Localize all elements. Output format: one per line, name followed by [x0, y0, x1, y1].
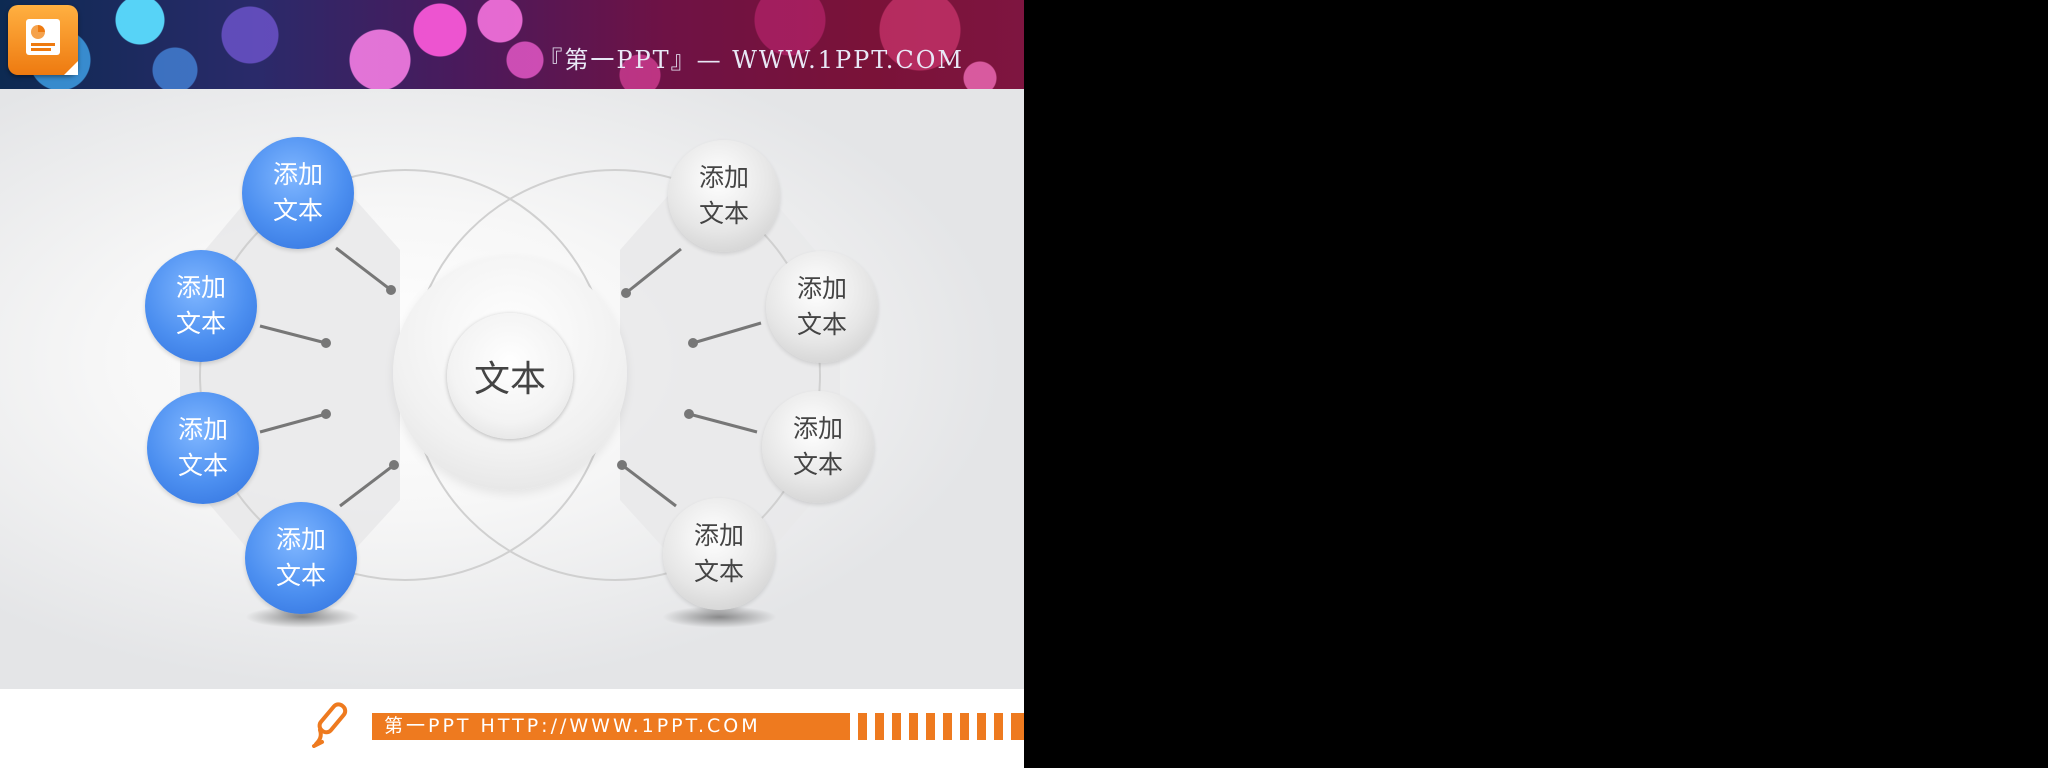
footer-stripe — [875, 713, 884, 740]
left-node-3-line1: 添加 — [177, 415, 228, 444]
right-node-1-line2: 文本 — [698, 199, 749, 228]
left-node-1-line2: 文本 — [272, 196, 323, 225]
connector-line — [688, 412, 758, 434]
connector-line — [339, 463, 395, 508]
left-node-2[interactable]: 添加文本 — [145, 250, 257, 362]
footer-stripe — [960, 713, 969, 740]
footer-stripe — [943, 713, 952, 740]
left-node-1[interactable]: 添加文本 — [242, 137, 354, 249]
pen-icon — [312, 702, 348, 748]
footer-stripe — [977, 713, 986, 740]
connector-dot — [684, 409, 694, 419]
right-node-4-line1: 添加 — [693, 521, 744, 550]
left-node-2-line1: 添加 — [175, 273, 226, 302]
slide: 『第一PPT』— WWW.1PPT.COM 文本 添加文本 添加文本 添加文本 … — [0, 0, 1024, 768]
right-node-3-line2: 文本 — [792, 450, 843, 479]
left-node-4-line2: 文本 — [275, 561, 326, 590]
connector-dot — [688, 338, 698, 348]
left-node-4[interactable]: 添加文本 — [245, 502, 357, 614]
left-node-3[interactable]: 添加文本 — [147, 392, 259, 504]
footer-url-bar[interactable]: 第一PPT HTTP://WWW.1PPT.COM — [372, 713, 850, 740]
connector-line — [259, 324, 327, 345]
connector-line — [259, 412, 327, 434]
connector-line — [625, 247, 682, 295]
connector-dot — [621, 288, 631, 298]
right-node-3-line1: 添加 — [792, 414, 843, 443]
center-label: 文本 — [473, 359, 546, 400]
footer-stripe — [926, 713, 935, 740]
connector-line — [621, 463, 677, 508]
footer-stripe — [909, 713, 918, 740]
connector-dot — [321, 338, 331, 348]
connector-dot — [321, 409, 331, 419]
right-node-1[interactable]: 添加文本 — [668, 140, 780, 252]
left-node-2-line2: 文本 — [175, 309, 226, 338]
right-node-4-line2: 文本 — [693, 557, 744, 586]
footer-stripe — [858, 713, 867, 740]
footer-stripe — [994, 713, 1003, 740]
bubble-shadow — [662, 606, 777, 628]
connector-line — [692, 321, 762, 345]
connector-dot — [386, 285, 396, 295]
connector-dot — [389, 460, 399, 470]
center-node[interactable]: 文本 — [447, 313, 573, 439]
right-node-3[interactable]: 添加文本 — [762, 391, 874, 503]
left-node-4-line1: 添加 — [275, 525, 326, 554]
right-node-2[interactable]: 添加文本 — [766, 251, 878, 363]
presentation-logo-icon — [8, 5, 78, 75]
site-title: 『第一PPT』— WWW.1PPT.COM — [538, 46, 964, 74]
left-node-1-line1: 添加 — [272, 160, 323, 189]
right-node-2-line2: 文本 — [796, 310, 847, 339]
connector-line — [335, 246, 392, 292]
header-banner: 『第一PPT』— WWW.1PPT.COM — [0, 0, 1024, 89]
left-node-3-line2: 文本 — [177, 451, 228, 480]
connector-dot — [617, 460, 627, 470]
right-node-2-line1: 添加 — [796, 274, 847, 303]
right-node-4[interactable]: 添加文本 — [663, 498, 775, 610]
footer-stripe — [892, 713, 901, 740]
right-node-1-line1: 添加 — [698, 163, 749, 192]
bubble-shadow — [245, 606, 360, 628]
footer-stripe — [1011, 713, 1024, 740]
